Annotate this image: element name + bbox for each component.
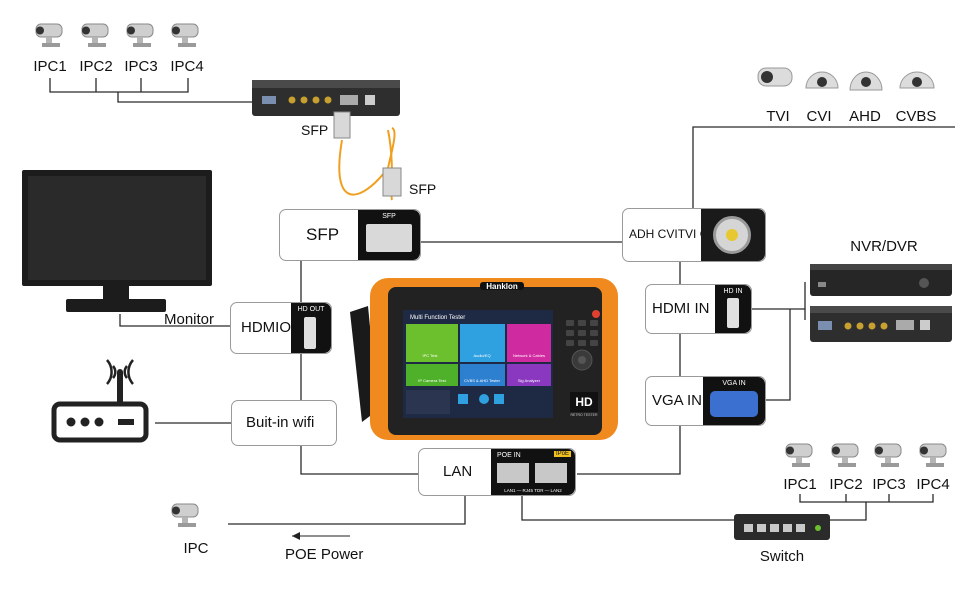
camera-icon xyxy=(919,443,947,468)
screen-tile-ipc[interactable] xyxy=(406,324,458,362)
cvbs-label: CVBS xyxy=(896,108,937,125)
tile-label: IP Camera Test xyxy=(418,378,446,383)
fiber-cable xyxy=(338,127,396,196)
lan-port-box: LAN POE IN IPoE LAN1 — RJ45 TDR — LAN2 xyxy=(418,448,576,496)
sfp-port-icon: SFP xyxy=(358,210,420,260)
tvi-camera-icon xyxy=(757,67,793,87)
keypad xyxy=(566,320,598,346)
screen-tile-ipcam[interactable] xyxy=(406,364,458,386)
ahd-label: AHD xyxy=(849,108,881,125)
tile-label: CVBS & AHD Tester xyxy=(464,378,501,383)
lan-label: LAN xyxy=(443,462,473,480)
tile-label: Network & Cables xyxy=(513,353,545,358)
hdmi-in-port-title: HD IN xyxy=(723,288,743,295)
connection-lines xyxy=(49,78,955,525)
sfp-module-icon xyxy=(382,167,402,197)
power-button-icon[interactable] xyxy=(592,310,600,318)
sfp-port-label: SFP xyxy=(306,224,340,244)
ipc-label: IPC1 xyxy=(33,58,66,75)
screen-tile-audio[interactable] xyxy=(460,324,505,362)
tester-device: Hanklon Multi Function Tester IPC Test A… xyxy=(350,278,618,440)
lan-port-icon: POE IN IPoE LAN1 — RJ45 TDR — LAN2 xyxy=(491,449,575,495)
screen-title: Multi Function Tester xyxy=(410,315,465,321)
wifi-router-icon xyxy=(51,359,149,443)
lan-port-foot: LAN1 — RJ45 TDR — LAN2 xyxy=(504,488,562,493)
hdmi-in-label: HDMI IN xyxy=(652,299,710,317)
hd-sub: RETRO TESTER xyxy=(571,413,598,417)
ipc-label: IPC4 xyxy=(916,476,949,493)
camera-icon xyxy=(785,443,813,468)
vga-in-port-title: VGA IN xyxy=(722,380,746,387)
camera-icon xyxy=(874,443,902,468)
ipc-label: IPC2 xyxy=(79,58,112,75)
tvi-label: TVI xyxy=(766,108,789,125)
arrow-left-icon xyxy=(292,532,300,540)
camera-icon xyxy=(831,443,859,468)
hdmi-out-port-icon: HD OUT xyxy=(291,303,331,353)
ahd-camera-icon xyxy=(849,71,883,91)
wifi-port-box: Buit-in wifi xyxy=(231,400,337,446)
poe-power-label: POE Power xyxy=(285,546,363,563)
switch-label: Switch xyxy=(760,548,804,565)
hdmi-in-port-box: HDMI IN HD IN xyxy=(645,284,752,334)
cvbs-camera-icon xyxy=(899,71,935,89)
device-brand: Hanklon xyxy=(486,282,518,291)
cvi-camera-icon xyxy=(805,71,839,89)
camera-icon xyxy=(126,23,154,48)
nvr-unit-1 xyxy=(810,264,952,296)
nvr-unit-top xyxy=(252,80,400,116)
switch-icon xyxy=(734,514,830,540)
cvi-label: CVI xyxy=(806,108,831,125)
sfp-label: SFP xyxy=(301,122,328,138)
ipc-label: IPC xyxy=(183,540,208,557)
ipc-label: IPC1 xyxy=(783,476,816,493)
hd-badge: HD xyxy=(575,395,593,409)
ipc-label: IPC3 xyxy=(872,476,905,493)
ipc-label: IPC2 xyxy=(829,476,862,493)
camera-icon xyxy=(171,503,199,528)
analog-port-box: ADH CVI TVI CVBS IN xyxy=(622,208,766,262)
lan-port-title: POE IN xyxy=(497,452,521,459)
sfp-port-box: SFP SFP xyxy=(279,209,421,261)
ipc-cameras-bottom-right: IPC1 IPC2 IPC3 IPC4 xyxy=(783,443,950,493)
hdmi-out-port-title: HD OUT xyxy=(297,306,325,313)
monitor-icon xyxy=(22,170,212,312)
sfp-port-title: SFP xyxy=(382,213,396,220)
ipc-label: IPC3 xyxy=(124,58,157,75)
ipc-cameras-top-left: IPC1 IPC2 IPC3 IPC4 xyxy=(33,23,204,75)
hdmi-in-port-icon: HD IN xyxy=(715,285,751,333)
analog-line1: ADH CVI xyxy=(629,227,678,242)
wifi-label: Buit-in wifi xyxy=(246,413,315,431)
fiber-sfp-label: SFP xyxy=(409,181,436,197)
vga-in-label: VGA IN xyxy=(652,391,703,409)
nvr-dvr-label: NVR/DVR xyxy=(850,238,918,255)
vga-in-port-box: VGA IN VGA IN xyxy=(645,376,766,426)
bnc-connector-icon xyxy=(701,209,765,261)
analog-cameras: TVI CVI AHD CVBS xyxy=(757,67,937,125)
tile-label: Audio/EQ xyxy=(473,353,490,358)
screen-tile-cvbs[interactable] xyxy=(460,364,505,386)
tile-label: Sig Analyzer xyxy=(518,378,541,383)
sfp-module-icon xyxy=(333,111,351,139)
hdmi-out-port-box: HDMI OUT HD OUT xyxy=(230,302,332,354)
tile-label: IPC Test xyxy=(422,353,438,358)
lan-port-tag: IPoE xyxy=(553,451,571,457)
monitor-label: Monitor xyxy=(164,311,214,328)
screen-tile-sig[interactable] xyxy=(507,364,551,386)
nvr-unit-2 xyxy=(810,306,952,342)
camera-icon xyxy=(171,23,199,48)
vga-in-port-icon: VGA IN xyxy=(703,377,765,425)
ipc-label: IPC4 xyxy=(170,58,203,75)
camera-icon xyxy=(35,23,63,48)
screen-tile-network[interactable] xyxy=(507,324,551,362)
camera-icon xyxy=(81,23,109,48)
hdmi-out-line1: HDMI xyxy=(241,318,280,336)
